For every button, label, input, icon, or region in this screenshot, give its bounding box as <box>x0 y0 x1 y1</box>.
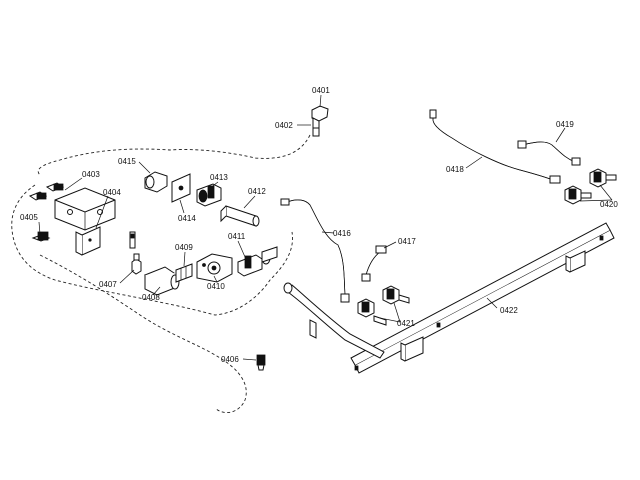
leader-0406 <box>242 358 257 361</box>
label-0421: 0421 <box>397 319 415 328</box>
leader-0401 <box>319 94 322 108</box>
label-0415: 0415 <box>118 157 136 166</box>
part-0411-fitting <box>237 254 263 277</box>
part-screws-0403 <box>28 182 65 201</box>
leader-0420a <box>599 184 613 201</box>
part-0407-pin <box>129 231 136 249</box>
leader-0421b <box>393 302 401 323</box>
label-0404: 0404 <box>103 188 121 197</box>
leader-0414 <box>179 199 185 214</box>
leader-0415 <box>138 161 151 174</box>
label-0416: 0416 <box>333 229 351 238</box>
leader-0411 <box>237 240 246 258</box>
label-0411: 0411 <box>228 232 246 241</box>
leader-0409 <box>183 251 186 267</box>
label-0410: 0410 <box>207 282 225 291</box>
label-0414: 0414 <box>178 214 196 223</box>
leader-0408 <box>152 286 161 296</box>
leader-0421a <box>379 317 401 323</box>
part-0410-valve-body <box>196 253 233 283</box>
part-0408-tee <box>143 266 180 296</box>
part-0407-nozzle <box>131 253 142 275</box>
group-outline-dashed-lower <box>39 254 247 414</box>
leader-0413 <box>209 181 219 189</box>
label-0405: 0405 <box>20 213 38 222</box>
leader-0405 <box>38 221 41 235</box>
leader-0422 <box>486 297 498 309</box>
part-0417-tube <box>361 245 387 282</box>
part-0413-adapter <box>196 183 222 207</box>
part-0418-tube <box>429 109 561 184</box>
label-0412: 0412 <box>248 187 266 196</box>
group-outline-dashed <box>11 134 311 316</box>
part-0404-bracket <box>75 226 101 256</box>
leader-0420b <box>579 199 613 202</box>
part-0420-fittings <box>564 168 617 205</box>
part-0414-plate <box>171 173 191 203</box>
part-0405-fitting <box>31 231 51 242</box>
label-0418: 0418 <box>446 165 464 174</box>
label-0420: 0420 <box>600 200 618 209</box>
leader-0403 <box>64 177 83 191</box>
part-0401-elbow <box>311 105 329 137</box>
part-0409-union <box>175 263 193 283</box>
label-0403: 0403 <box>82 170 100 179</box>
part-0406-nozzle <box>256 354 266 371</box>
part-0415-elbow <box>144 171 168 193</box>
label-0417: 0417 <box>398 237 416 246</box>
leader-0417 <box>383 241 397 249</box>
leader-0412 <box>243 195 256 209</box>
leader-0416 <box>321 231 335 234</box>
part-0419-tube <box>517 140 581 166</box>
part-0416-tube <box>280 198 350 303</box>
label-0422: 0422 <box>500 306 518 315</box>
label-0407: 0407 <box>99 280 117 289</box>
label-0409: 0409 <box>175 243 193 252</box>
leader-0410 <box>213 275 218 283</box>
part-0412-connector <box>220 205 278 265</box>
label-0408: 0408 <box>142 293 160 302</box>
part-0421-fittings <box>357 285 410 326</box>
leader-0404 <box>95 195 109 229</box>
label-0419: 0419 <box>556 120 574 129</box>
label-0402: 0402 <box>275 121 293 130</box>
leader-0419 <box>555 127 566 143</box>
leader-0407 <box>119 269 135 284</box>
label-0413: 0413 <box>210 173 228 182</box>
label-0406: 0406 <box>221 355 239 364</box>
label-0401: 0401 <box>312 86 330 95</box>
part-0422-frame <box>283 222 615 374</box>
leader-0418 <box>465 156 483 169</box>
